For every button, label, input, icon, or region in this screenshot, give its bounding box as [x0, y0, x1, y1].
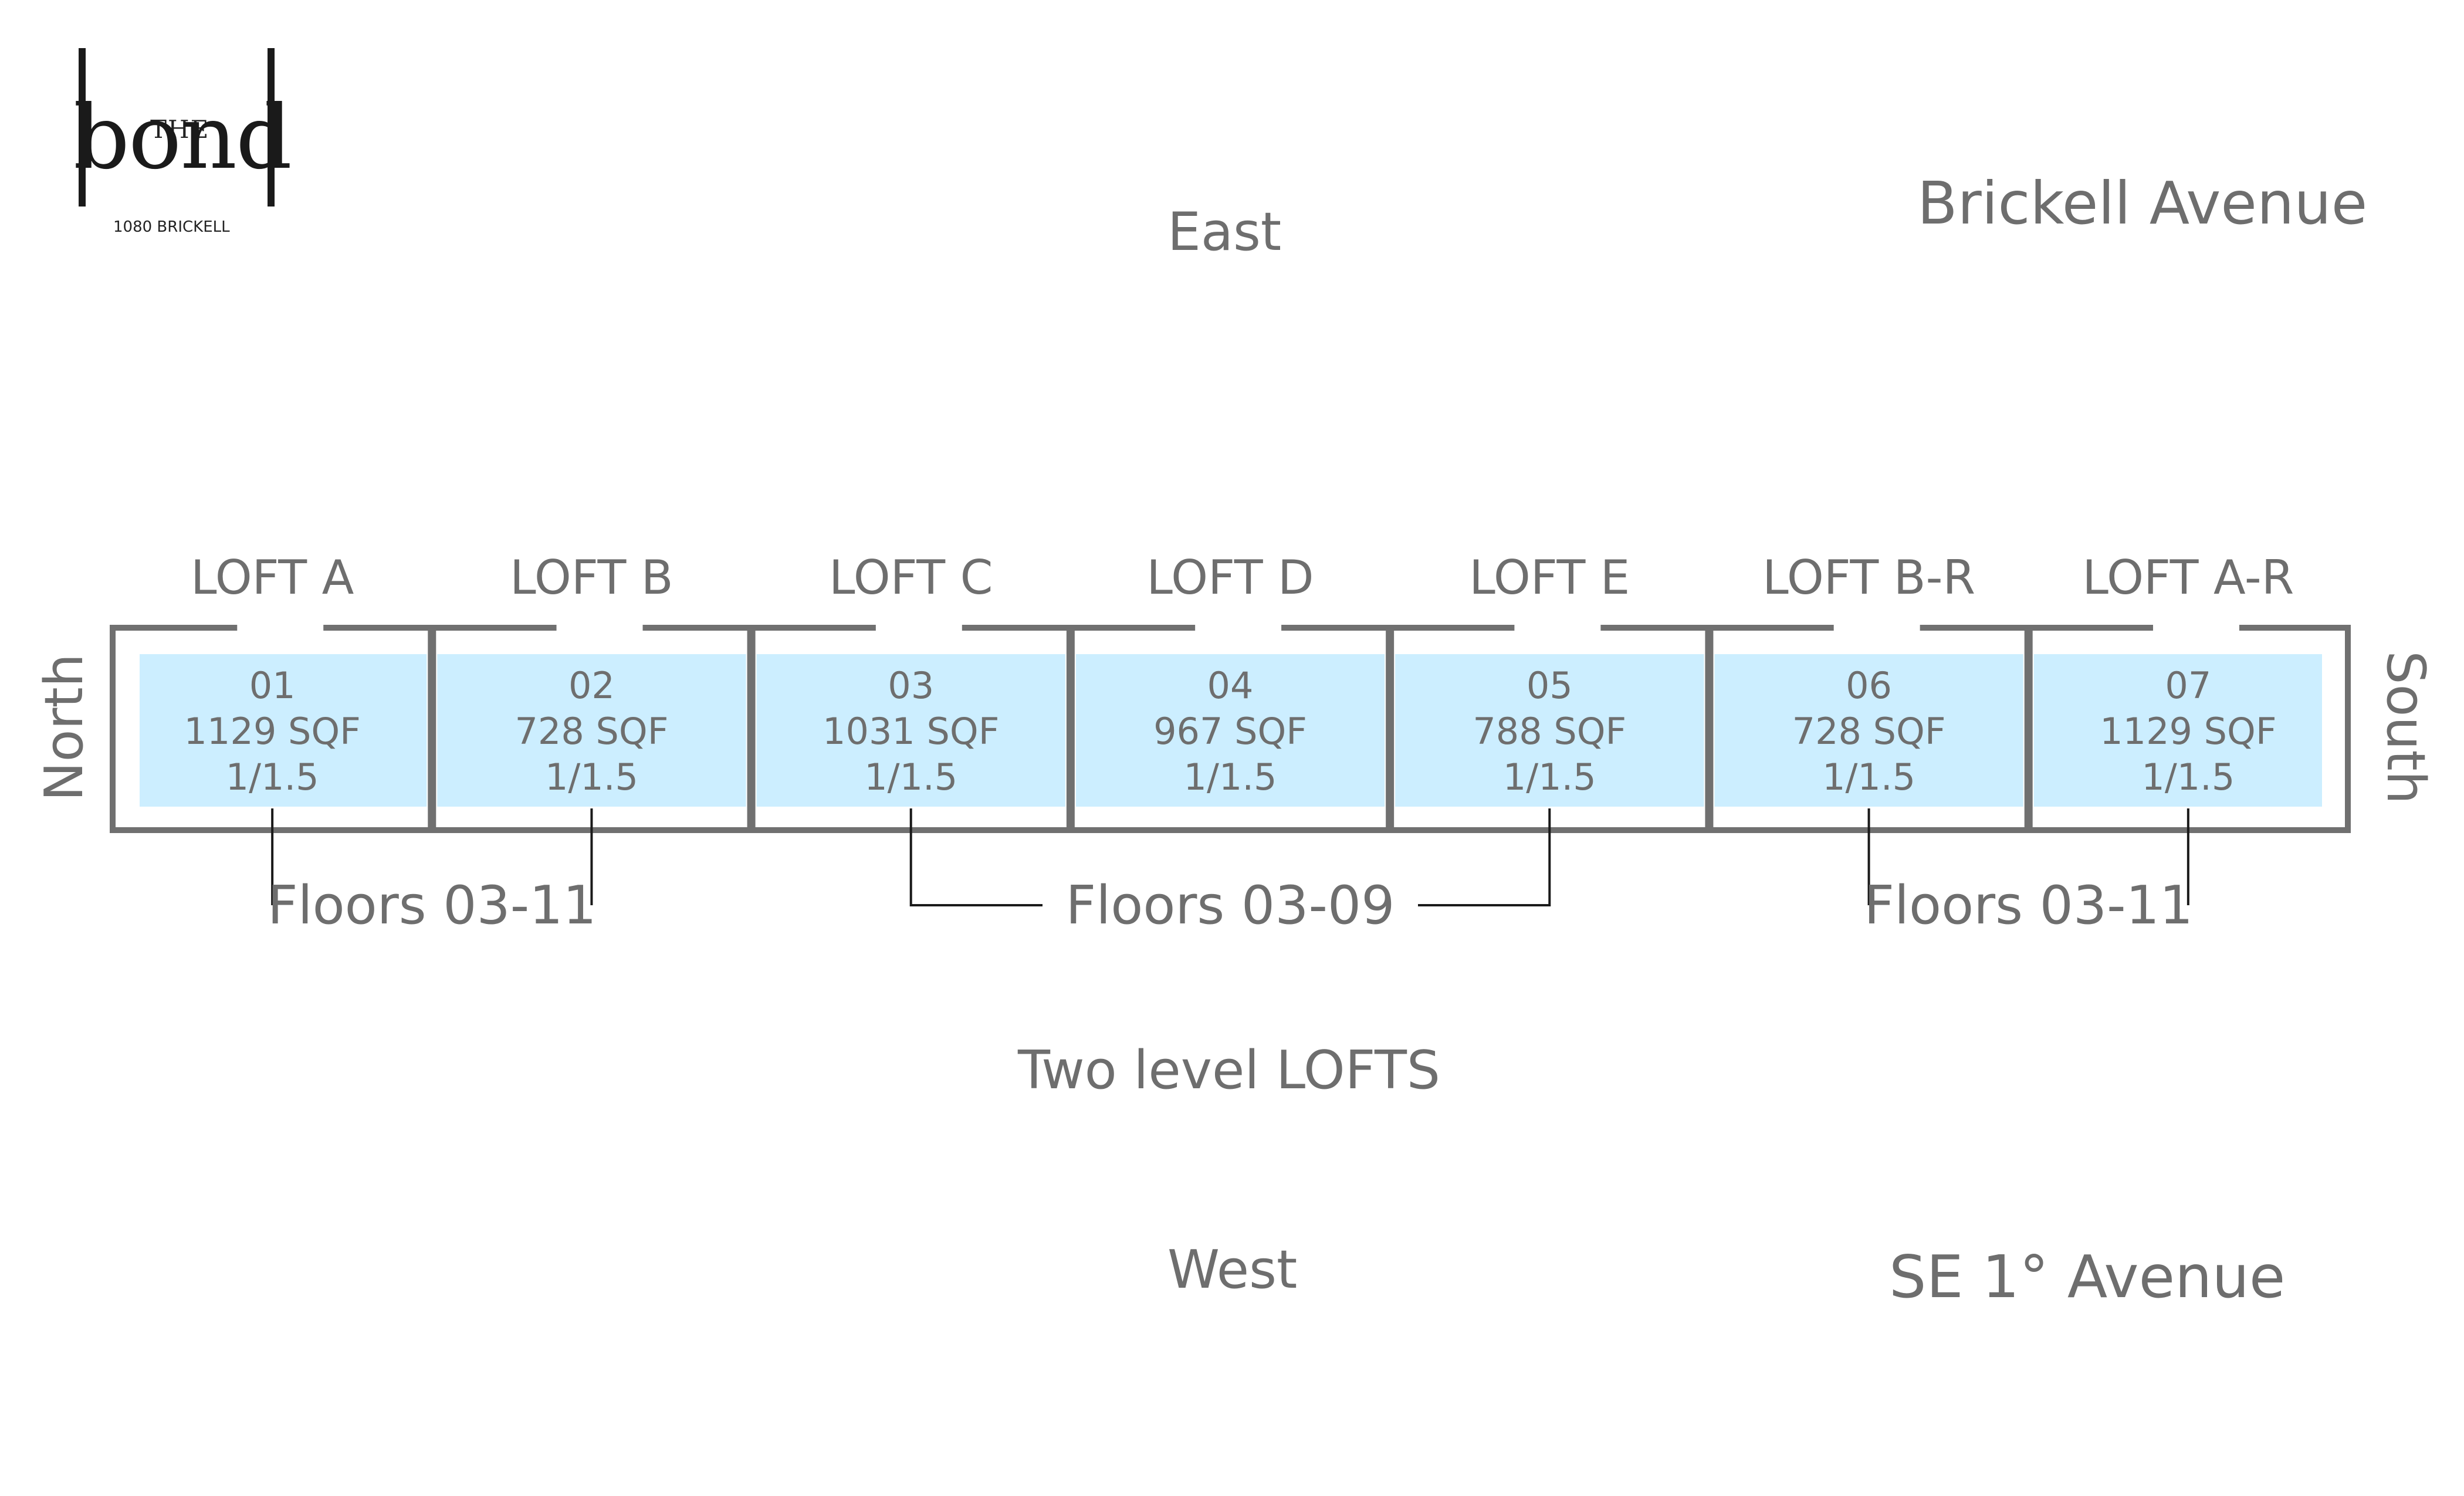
unit-area: 1129 SQF	[2100, 710, 2276, 753]
floor-group-label: Floors 03-11	[268, 875, 597, 936]
loft-label: LOFT B-R	[1762, 550, 1975, 605]
unit-area: 967 SQF	[1153, 710, 1307, 753]
unit-bed-bath: 1/1.5	[545, 756, 638, 798]
unit-area: 728 SQF	[515, 710, 668, 753]
unit-area: 1031 SQF	[823, 710, 999, 753]
unit-cell-07	[2033, 654, 2322, 807]
unit-bed-bath: 1/1.5	[226, 756, 319, 798]
unit-cell-04	[1075, 654, 1385, 807]
unit-bed-bath: 1/1.5	[864, 756, 957, 798]
unit-bed-bath: 1/1.5	[1822, 756, 1915, 798]
logo-wordmark: bond	[73, 87, 292, 189]
compass-west: West	[1167, 1239, 1298, 1301]
unit-number: 04	[1207, 664, 1254, 707]
compass-east: East	[1167, 201, 1282, 263]
unit-cell-05	[1395, 654, 1704, 807]
unit-number: 07	[2165, 664, 2211, 707]
diagram-caption: Two level LOFTS	[1018, 1040, 1441, 1101]
compass-north: North	[33, 654, 95, 801]
unit-number: 06	[1846, 664, 1892, 707]
unit-number: 02	[568, 664, 615, 707]
loft-label: LOFT A	[191, 550, 354, 605]
street-se-1st-avenue: SE 1° Avenue	[1889, 1243, 2286, 1311]
floor-group-label: Floors 03-11	[1864, 875, 2193, 936]
street-brickell-avenue: Brickell Avenue	[1917, 169, 2368, 238]
unit-area: 788 SQF	[1473, 710, 1626, 753]
floor-group-bracket	[909, 808, 1043, 906]
loft-label: LOFT D	[1146, 550, 1314, 605]
logo-right-bar	[268, 48, 275, 207]
unit-area: 728 SQF	[1792, 710, 1946, 753]
unit-area: 1129 SQF	[184, 710, 360, 753]
logo-address: 1080 BRICKELL	[113, 218, 230, 236]
unit-cell-01	[140, 654, 427, 807]
unit-number: 03	[888, 664, 934, 707]
loft-label: LOFT A-R	[2082, 550, 2294, 605]
unit-number: 01	[249, 664, 296, 707]
unit-bed-bath: 1/1.5	[1503, 756, 1596, 798]
loft-label: LOFT E	[1469, 550, 1630, 605]
compass-south: South	[2375, 651, 2436, 804]
loft-label: LOFT B	[510, 550, 673, 605]
logo-left-bar	[79, 48, 86, 207]
unit-cell-02	[437, 654, 746, 807]
logo-the-text: THE	[150, 115, 210, 144]
unit-bed-bath: 1/1.5	[1184, 756, 1277, 798]
unit-cell-03	[756, 654, 1065, 807]
unit-number: 05	[1527, 664, 1573, 707]
loft-label: LOFT C	[829, 550, 993, 605]
unit-bed-bath: 1/1.5	[2141, 756, 2235, 798]
floor-group-bracket	[1418, 808, 1551, 906]
unit-cell-06	[1714, 654, 2023, 807]
floor-group-label: Floors 03-09	[1066, 875, 1395, 936]
